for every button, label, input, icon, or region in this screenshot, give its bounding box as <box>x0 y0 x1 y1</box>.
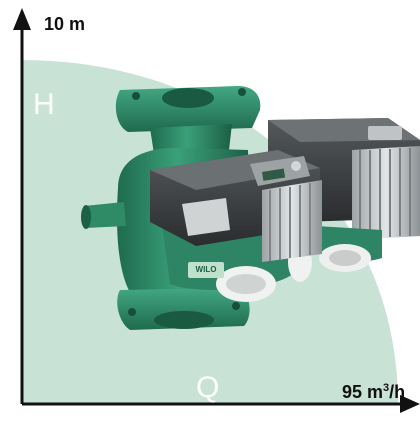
x-axis-arrow-icon <box>400 395 420 413</box>
head-symbol: H <box>33 88 55 121</box>
y-axis-arrow-icon <box>13 8 31 30</box>
x-axis-max-label: 95 m3/h <box>342 382 405 403</box>
x-axis-max-sup: 3 <box>383 382 390 394</box>
control-knob <box>291 161 301 171</box>
flow-symbol: Q <box>196 371 220 404</box>
x-axis-max-main: 95 m <box>342 382 384 402</box>
axes <box>13 8 420 413</box>
motor-head <box>150 150 322 262</box>
x-axis-max-tail: /h <box>389 382 406 402</box>
y-axis-max-label: 10 m <box>44 14 86 34</box>
brand-logo: WILO <box>195 265 217 274</box>
brand-plate <box>188 262 224 278</box>
